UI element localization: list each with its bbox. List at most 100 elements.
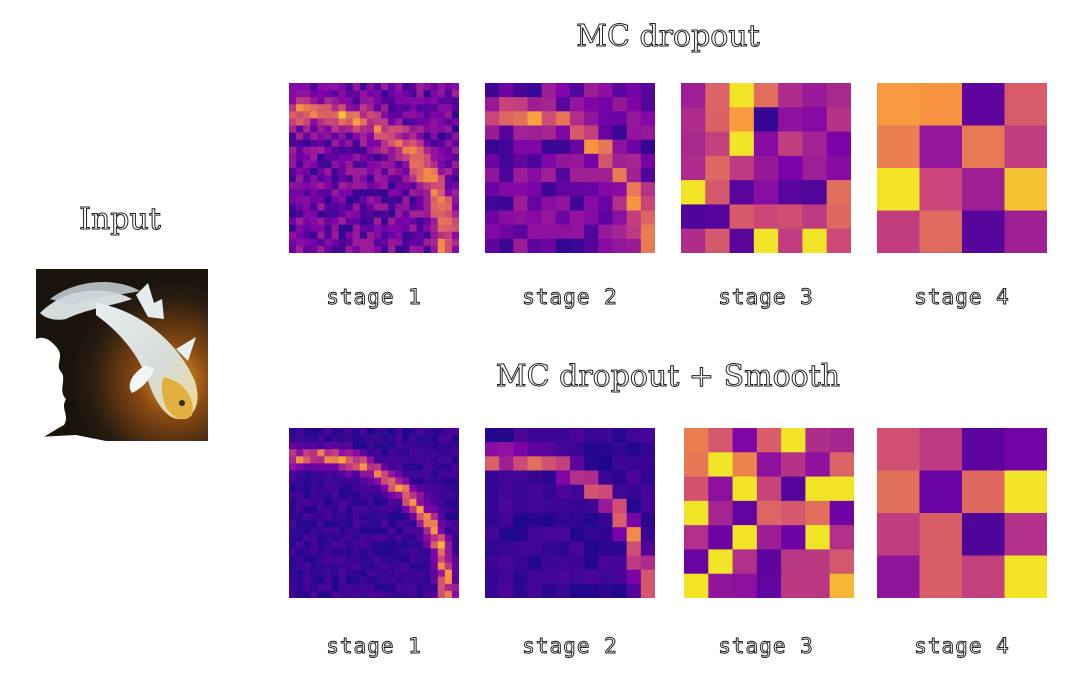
heatmap-cell — [374, 196, 382, 204]
heatmap-cell — [423, 125, 431, 133]
heatmap-cell — [513, 210, 528, 225]
heatmap-cell — [598, 97, 613, 112]
heatmap-cell — [381, 139, 389, 148]
heatmap-cell — [753, 83, 779, 108]
heatmap-cell — [499, 210, 514, 225]
heatmap-cell — [324, 168, 332, 176]
heatmap-cell — [374, 182, 382, 190]
heatmap-cell — [296, 470, 304, 478]
heatmap-cell — [705, 228, 730, 253]
heatmap-cell — [962, 210, 1005, 253]
heatmap-cell — [962, 470, 1005, 514]
heatmap-cell — [402, 104, 410, 112]
heatmap-cell — [381, 555, 389, 563]
heatmap-cell — [289, 217, 297, 225]
heatmap-cell — [303, 590, 311, 598]
heatmap-cell — [444, 548, 453, 556]
heatmap-cell — [338, 83, 346, 91]
heatmap-cell — [359, 153, 368, 162]
heatmap-cell — [423, 245, 431, 253]
heatmap-cell — [310, 160, 318, 169]
heatmap-cell — [324, 463, 332, 471]
heatmap-cell — [423, 527, 431, 535]
heatmap-cell — [640, 196, 655, 211]
heatmap-cell — [303, 160, 311, 169]
heatmap-cell — [359, 548, 368, 556]
heatmap-cell — [352, 484, 361, 493]
heatmap-cell — [430, 498, 439, 507]
heatmap-cell — [359, 90, 368, 98]
heatmap-cell — [451, 520, 459, 528]
heatmap-cell — [423, 104, 431, 112]
heatmap-cell — [331, 534, 339, 542]
heatmap-cell — [598, 442, 613, 457]
heatmap-cell — [409, 548, 417, 556]
heatmap-cell — [802, 83, 828, 108]
heatmap-cell — [345, 491, 354, 500]
heatmap-cell — [570, 182, 585, 197]
heatmap-cell — [732, 573, 758, 598]
heatmap-cell — [331, 456, 339, 464]
heatmap-cell — [1004, 168, 1047, 211]
heatmap-cell — [352, 139, 361, 148]
heatmap-cell — [584, 139, 599, 155]
heatmap-cell — [395, 118, 403, 126]
heatmap-cell — [352, 477, 361, 485]
heatmap-cell — [310, 203, 318, 211]
heatmap-cell — [416, 520, 424, 528]
heatmap-cell — [359, 463, 368, 471]
heatmap-cell — [430, 576, 439, 585]
heatmap-cell — [451, 125, 459, 133]
heatmap-mc-dropout-stage-3 — [681, 83, 851, 253]
heatmap-cell — [374, 111, 382, 119]
heatmap-cell — [359, 555, 368, 563]
heatmap-cell — [416, 491, 424, 500]
heatmap-cell — [802, 131, 828, 157]
heatmap-cell — [402, 231, 410, 240]
heatmap-cell — [395, 90, 403, 98]
heatmap-cell — [430, 527, 439, 535]
heatmap-cell — [555, 238, 571, 253]
heatmap-cell — [352, 463, 361, 471]
heatmap-cell — [296, 238, 304, 247]
heatmap-cell — [359, 168, 368, 176]
heatmap-mc-dropout-smooth-stage-2 — [485, 428, 655, 598]
heatmap-cell — [317, 175, 325, 183]
heatmap-cell — [584, 484, 599, 500]
heatmap-cell — [381, 90, 389, 98]
heatmap-cell — [705, 107, 730, 132]
heatmap-cell — [310, 569, 318, 578]
label-mc-dropout-smooth-stage-4: stage 4 — [914, 634, 1010, 658]
heatmap-cell — [826, 204, 851, 230]
heatmap-cell — [289, 160, 297, 169]
heatmap-cell — [570, 484, 585, 500]
heatmap-cell — [395, 97, 403, 105]
heatmap-cell — [527, 224, 542, 240]
heatmap-mc-dropout-smooth-stage-3 — [684, 428, 854, 598]
heatmap-cell — [296, 245, 304, 253]
heatmap-cell — [499, 125, 514, 140]
heatmap-cell — [374, 160, 382, 169]
heatmap-cell — [324, 456, 332, 464]
heatmap-cell — [345, 484, 354, 493]
heatmap-cell — [324, 217, 332, 225]
heatmap-cell — [289, 125, 297, 133]
heatmap-cell — [437, 449, 446, 457]
heatmap-cell — [324, 498, 332, 507]
heatmap-cell — [416, 146, 424, 155]
heatmap-cell — [374, 569, 382, 578]
heatmap-cell — [409, 160, 417, 169]
heatmap-cell — [296, 217, 304, 225]
heatmap-cell — [303, 435, 311, 443]
heatmap-cell — [374, 505, 382, 514]
heatmap-cell — [310, 470, 318, 478]
heatmap-cell — [289, 111, 297, 119]
heatmap-cell — [499, 442, 514, 457]
heatmap-cell — [345, 513, 354, 521]
heatmap-cell — [395, 196, 403, 204]
heatmap-cell — [423, 132, 431, 140]
heatmap-cell — [345, 182, 354, 190]
heatmap-cell — [374, 484, 382, 493]
heatmap-cell — [527, 513, 542, 528]
heatmap-cell — [366, 484, 375, 493]
